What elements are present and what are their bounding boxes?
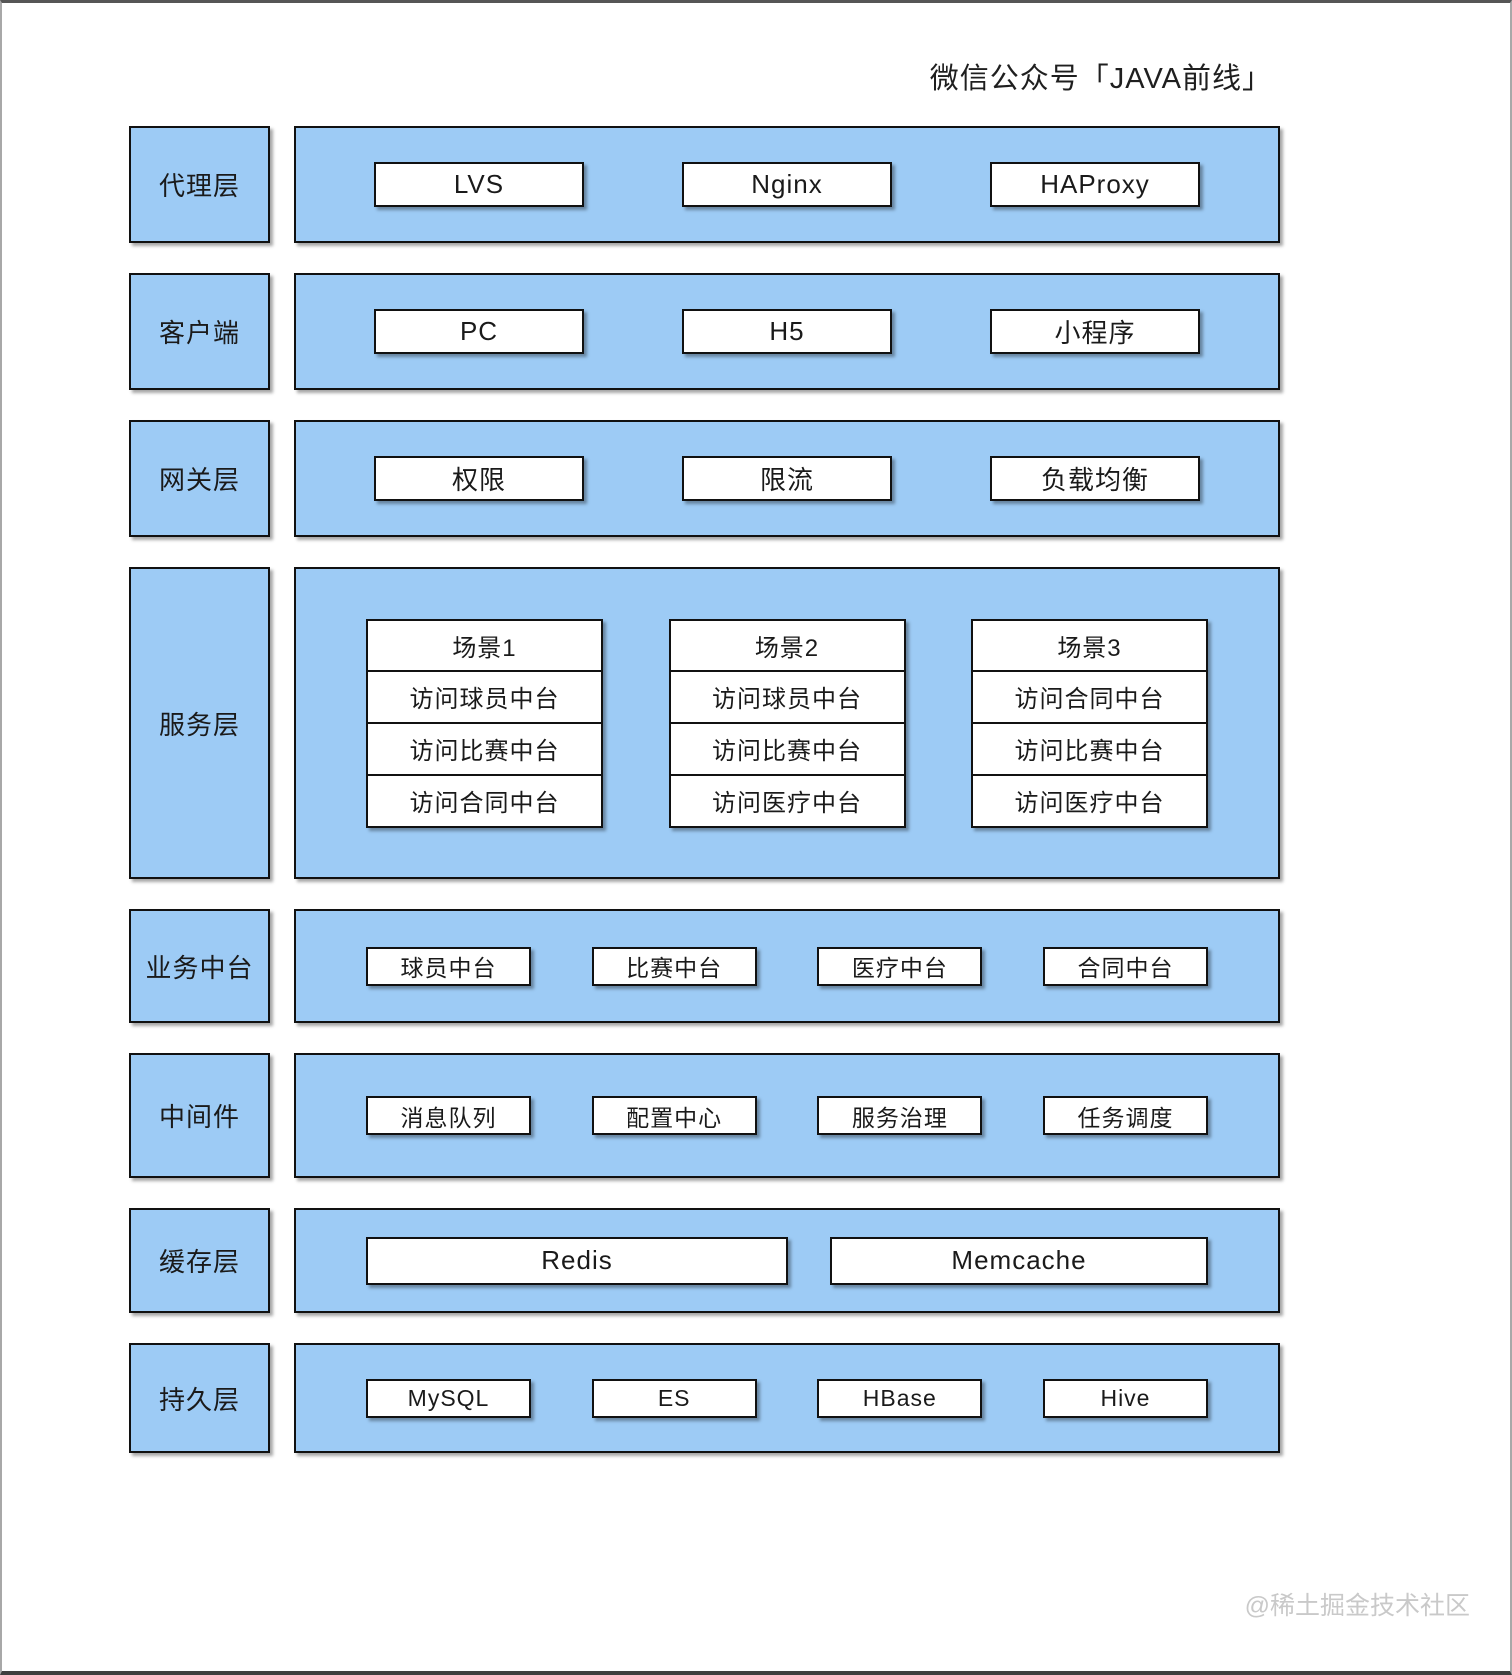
layer-row-gateway: 网关层 权限 限流 负载均衡	[129, 420, 1280, 537]
scene-item: 访问比赛中台	[366, 721, 603, 776]
layer-content-cache: Redis Memcache	[294, 1208, 1280, 1313]
layer-content-client: PC H5 小程序	[294, 273, 1280, 390]
item-box: 球员中台	[366, 946, 531, 986]
page-title: 微信公众号「JAVA前线」	[929, 63, 1272, 95]
layer-content-gateway: 权限 限流 负载均衡	[294, 420, 1280, 537]
item-box: HBase	[817, 1378, 983, 1418]
item-box: PC	[374, 309, 584, 354]
item-box: ES	[591, 1378, 757, 1418]
layer-label-cache: 缓存层	[129, 1208, 270, 1313]
layer-row-persistence: 持久层 MySQL ES HBase Hive	[129, 1343, 1280, 1453]
layer-row-proxy: 代理层 LVS Nginx HAProxy	[129, 126, 1280, 243]
item-box: 医疗中台	[817, 946, 983, 986]
scene-title: 场景2	[668, 618, 906, 672]
layer-content-middle-platform: 球员中台 比赛中台 医疗中台 合同中台	[294, 909, 1280, 1023]
layer-content-persistence: MySQL ES HBase Hive	[294, 1343, 1280, 1453]
layer-content-middleware: 消息队列 配置中心 服务治理 任务调度	[294, 1053, 1280, 1178]
item-box: 任务调度	[1042, 1096, 1208, 1135]
item-box: 负载均衡	[990, 456, 1200, 501]
layer-row-client: 客户端 PC H5 小程序	[129, 273, 1280, 390]
scene-item: 访问球员中台	[366, 669, 603, 724]
item-box: H5	[682, 309, 892, 354]
scene-item: 访问合同中台	[366, 773, 603, 828]
scene-item: 访问比赛中台	[668, 721, 906, 776]
layer-label-service: 服务层	[129, 567, 270, 879]
scene-item: 访问合同中台	[971, 669, 1208, 724]
layer-label-proxy: 代理层	[129, 126, 270, 243]
layer-label-gateway: 网关层	[129, 420, 270, 537]
item-box: Nginx	[682, 162, 892, 207]
item-box: Redis	[366, 1236, 788, 1285]
layer-label-client: 客户端	[129, 273, 270, 390]
scene-title: 场景3	[971, 618, 1208, 672]
item-box: 合同中台	[1042, 946, 1208, 986]
item-box: 权限	[374, 456, 584, 501]
item-box: 小程序	[990, 309, 1200, 354]
item-box: 比赛中台	[591, 946, 757, 986]
item-box: 服务治理	[817, 1096, 983, 1135]
scene-item: 访问医疗中台	[971, 773, 1208, 828]
diagram: 代理层 LVS Nginx HAProxy 客户端 PC H5 小程序网关层 权限 限流 负载均衡服…	[129, 126, 1280, 1483]
item-box: 消息队列	[366, 1096, 531, 1135]
scene-item: 访问球员中台	[668, 669, 906, 724]
scene-title: 场景1	[366, 618, 603, 672]
layer-label-persistence: 持久层	[129, 1343, 270, 1453]
layer-row-middle-platform: 业务中台 球员中台 比赛中台 医疗中台 合同中台	[129, 909, 1280, 1023]
scene-item: 访问医疗中台	[668, 773, 906, 828]
item-box: 配置中心	[591, 1096, 757, 1135]
watermark: @稀土掘金技术社区	[1244, 1592, 1470, 1620]
layer-label-middle-platform: 业务中台	[129, 909, 270, 1023]
layer-label-middleware: 中间件	[129, 1053, 270, 1178]
item-box: Hive	[1042, 1378, 1208, 1418]
layer-content-proxy: LVS Nginx HAProxy	[294, 126, 1280, 243]
item-box: MySQL	[366, 1378, 531, 1418]
layer-row-cache: 缓存层 Redis Memcache	[129, 1208, 1280, 1313]
layer-row-middleware: 中间件 消息队列 配置中心 服务治理 任务调度	[129, 1053, 1280, 1178]
item-box: LVS	[374, 162, 584, 207]
item-box: HAProxy	[990, 162, 1200, 207]
scene-item: 访问比赛中台	[971, 721, 1208, 776]
item-box: Memcache	[830, 1236, 1208, 1285]
item-box: 限流	[682, 456, 892, 501]
